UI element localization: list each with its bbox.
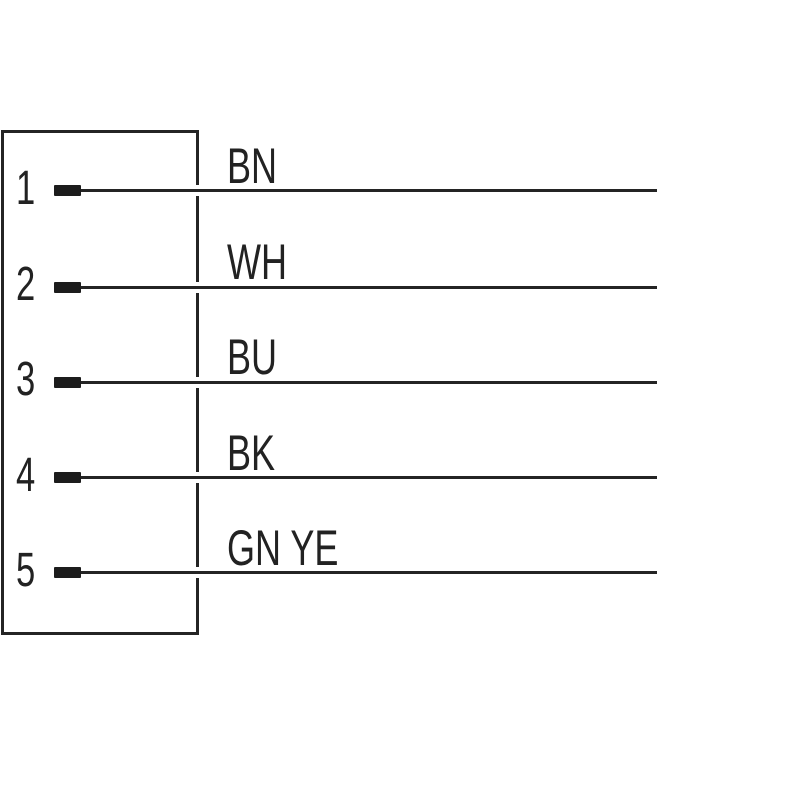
wire-color-label: WH	[227, 234, 287, 290]
wire-line	[54, 376, 657, 388]
pin-number: 5	[16, 543, 36, 597]
wire-color-label: GN YE	[227, 519, 339, 576]
pin-terminal-icon	[54, 376, 81, 388]
wire-color-label: BK	[227, 424, 276, 481]
pin-number: 4	[16, 448, 36, 502]
pin-number: 3	[16, 353, 36, 406]
pin-number: 1	[16, 161, 36, 215]
pin-terminal-icon	[54, 567, 81, 578]
pin-terminal-icon	[54, 185, 81, 196]
pin-terminal-icon	[54, 472, 81, 483]
pin-number: 2	[16, 258, 36, 311]
wire-line	[54, 281, 657, 293]
wire-line	[54, 472, 657, 483]
pin-terminal-icon	[54, 281, 81, 293]
wire-line	[54, 567, 657, 578]
wire-color-label: BU	[227, 329, 278, 385]
wire-line	[54, 185, 657, 196]
wire-color-label: BN	[227, 137, 278, 194]
